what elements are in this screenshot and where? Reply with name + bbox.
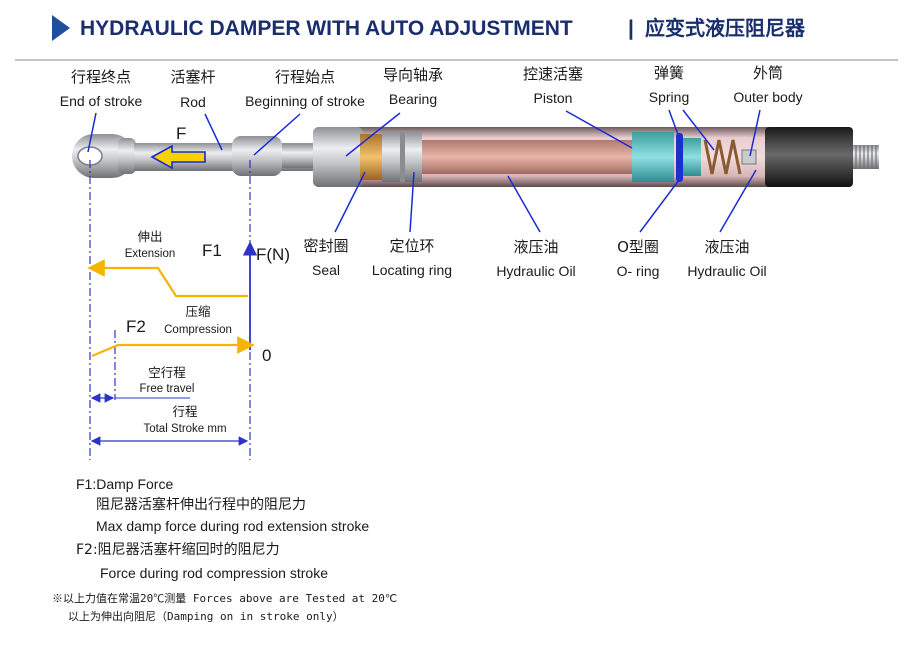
label-rod-en: Rod	[180, 94, 206, 110]
label-locating-ring-en: Locating ring	[371, 262, 453, 278]
graph-total-stroke-en: Total Stroke mm	[143, 423, 227, 435]
threaded-stud	[853, 145, 879, 169]
note-f2-title: F2:阻尼器活塞杆缩回时的阻尼力	[76, 542, 280, 558]
note-f1-en: Max damp force during rod extension stro…	[96, 518, 370, 534]
label-o-ring-cn: O型圈	[617, 238, 659, 256]
label-seal-cn: 密封圈	[303, 237, 349, 255]
graph-f1-label: F1	[202, 241, 222, 260]
graph-compression-en: Compression	[164, 324, 232, 336]
label-bearing-cn: 导向轴承	[382, 66, 444, 84]
footnote-test-temperature: ※以上力值在常温20℃测量 Forces above are Tested at…	[52, 592, 398, 605]
label-rod-cn: 活塞杆	[170, 68, 216, 86]
label-hydraulic-oil-1-en: Hydraulic Oil	[496, 263, 576, 279]
graph-zero-label: 0	[262, 346, 272, 365]
label-beginning-cn: 行程始点	[274, 68, 336, 86]
rod-collar	[232, 136, 282, 176]
header-accent-triangle	[52, 15, 70, 41]
force-arrow-label: F	[176, 124, 187, 143]
graph-total-stroke-cn: 行程	[172, 404, 198, 419]
label-spring-cn: 弹簧	[653, 64, 685, 82]
note-f2-en: Force during rod compression stroke	[100, 565, 328, 581]
page-title-cn: 应变式液压阻尼器	[645, 16, 805, 40]
body-endcap-left	[313, 127, 363, 187]
body-endcap-right	[765, 127, 853, 187]
graph-free-travel-cn: 空行程	[148, 365, 186, 380]
footnote-damping-direction: 以上为伸出向阻尼（Damping on in stroke only）	[68, 610, 344, 623]
label-outer-body-en: Outer body	[733, 89, 803, 105]
spring-coil	[703, 139, 742, 175]
graph-f2-label: F2	[126, 317, 146, 336]
graph-free-travel-en: Free travel	[139, 383, 195, 395]
rod-neck	[282, 144, 318, 168]
label-piston-cn: 控速活塞	[522, 65, 584, 83]
label-piston-en: Piston	[533, 90, 573, 106]
force-arrow-icon	[150, 144, 206, 170]
label-hydraulic-oil-2-en: Hydraulic Oil	[687, 263, 767, 279]
piston-block	[632, 132, 674, 182]
note-f1-cn: 阻尼器活塞杆伸出行程中的阻尼力	[96, 497, 306, 513]
graph-extension-cn: 伸出	[137, 229, 163, 244]
note-f1-title: F1:Damp Force	[76, 476, 174, 492]
page-title: HYDRAULIC DAMPER WITH AUTO ADJUSTMENT	[80, 17, 573, 40]
compression-curve	[91, 336, 255, 358]
o-ring	[676, 133, 683, 182]
extension-curve	[87, 259, 248, 298]
callout-pointers	[87, 109, 761, 233]
label-seal-en: Seal	[311, 262, 341, 278]
label-locating-ring-cn: 定位环	[389, 237, 435, 255]
stroke-graph	[87, 160, 258, 460]
label-hydraulic-oil-1-cn: 液压油	[513, 238, 559, 256]
inner-tube	[422, 140, 632, 174]
graph-compression-cn: 压缩	[185, 304, 211, 319]
label-end-of-stroke-cn: 行程终点	[70, 68, 132, 86]
graph-fn-label: F(N)	[256, 245, 290, 264]
rod-end-eye	[72, 134, 136, 178]
label-spring-en: Spring	[648, 89, 690, 105]
label-end-of-stroke-en: End of stroke	[59, 93, 143, 109]
label-hydraulic-oil-2-cn: 液压油	[704, 238, 750, 256]
graph-extension-en: Extension	[124, 248, 176, 260]
label-o-ring-en: O- ring	[616, 263, 660, 279]
seal-brass	[360, 134, 382, 180]
label-bearing-en: Bearing	[388, 91, 438, 107]
label-beginning-en: Beginning of stroke	[245, 93, 365, 109]
label-outer-body-cn: 外筒	[752, 64, 784, 82]
title-separator: |	[628, 17, 634, 40]
